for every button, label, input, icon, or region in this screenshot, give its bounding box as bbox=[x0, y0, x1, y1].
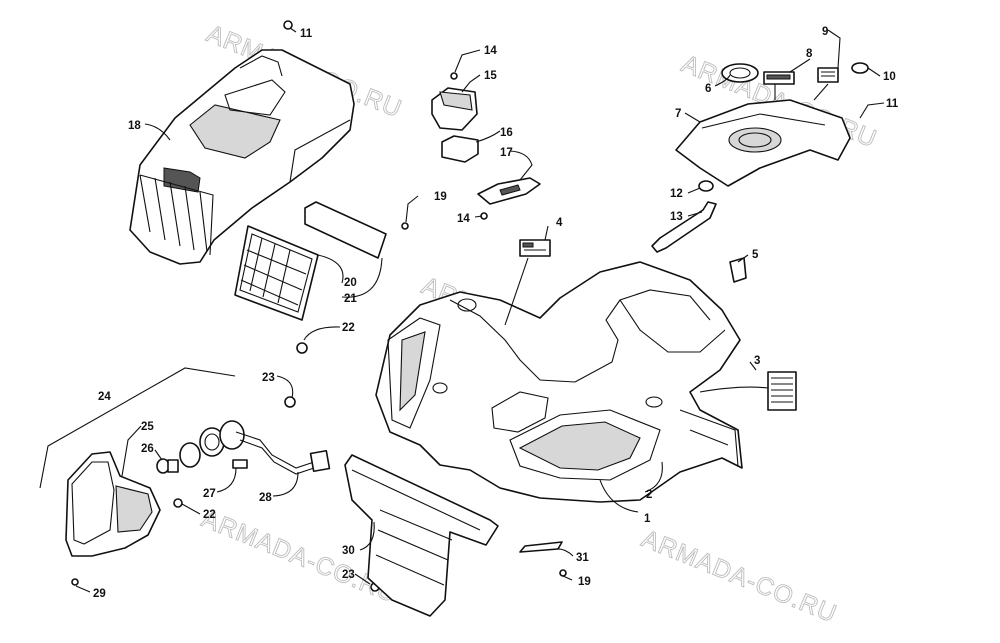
part-31-strip bbox=[519, 541, 563, 553]
callout-27: 27 bbox=[203, 488, 216, 500]
callout-4: 4 bbox=[556, 217, 563, 229]
callout-13: 13 bbox=[670, 211, 683, 223]
callout-24: 24 bbox=[98, 391, 111, 403]
part-15-cap bbox=[431, 87, 478, 131]
callout-3: 3 bbox=[754, 355, 760, 367]
part-16-block bbox=[441, 135, 479, 163]
part-7-rear-tray bbox=[675, 99, 851, 187]
callout-26: 26 bbox=[141, 443, 154, 455]
part-27-socket bbox=[179, 420, 248, 469]
callout-6: 6 bbox=[705, 83, 711, 95]
part-18-nose-cover bbox=[129, 49, 355, 265]
callout-labels: 1 2 3 4 5 6 7 8 9 10 11 11 12 13 14 14 1… bbox=[93, 26, 899, 600]
callout-19-bottom: 19 bbox=[578, 576, 591, 588]
callout-11-right: 11 bbox=[886, 98, 899, 110]
part-26-bulb bbox=[156, 458, 179, 474]
callout-31: 31 bbox=[576, 552, 589, 564]
part-1-front-fender bbox=[375, 261, 743, 503]
callout-19-mid: 19 bbox=[434, 191, 447, 203]
small-fasteners bbox=[71, 20, 567, 592]
callout-2: 2 bbox=[646, 489, 652, 501]
callout-10: 10 bbox=[883, 71, 896, 83]
callout-11-top: 11 bbox=[300, 28, 313, 40]
part-17-pad bbox=[477, 177, 541, 205]
part-8-decal bbox=[763, 71, 795, 85]
callout-22-upper: 22 bbox=[342, 322, 355, 334]
callout-1: 1 bbox=[644, 513, 651, 525]
callout-21: 21 bbox=[344, 293, 357, 305]
part-30-bumper bbox=[344, 454, 499, 617]
part-12-clip bbox=[698, 180, 714, 192]
part-20-grille bbox=[234, 225, 319, 321]
part-9-decal bbox=[817, 67, 839, 83]
callout-8: 8 bbox=[806, 48, 813, 60]
leader-lines bbox=[75, 27, 885, 593]
callout-20: 20 bbox=[344, 277, 357, 289]
part-5-bracket bbox=[729, 257, 747, 283]
part-21-plate bbox=[304, 201, 387, 259]
callout-30: 30 bbox=[342, 545, 355, 557]
callout-29: 29 bbox=[93, 588, 106, 600]
callout-17: 17 bbox=[500, 147, 513, 159]
callout-22-lower: 22 bbox=[203, 509, 216, 521]
part-10-nut bbox=[851, 62, 869, 74]
callout-14-top: 14 bbox=[484, 45, 497, 57]
callout-15: 15 bbox=[484, 70, 497, 82]
callout-23-upper: 23 bbox=[262, 372, 275, 384]
part-6-ring bbox=[721, 63, 759, 83]
callout-7: 7 bbox=[675, 108, 681, 120]
part-3-decal bbox=[767, 371, 797, 411]
callout-14-mid: 14 bbox=[457, 213, 470, 225]
callout-12: 12 bbox=[670, 188, 683, 200]
callout-9: 9 bbox=[822, 26, 828, 38]
callout-28: 28 bbox=[259, 492, 272, 504]
watermark-bottom-right: ARMADA-CO.RU bbox=[638, 525, 841, 629]
callout-25: 25 bbox=[141, 421, 154, 433]
callout-5: 5 bbox=[752, 249, 759, 261]
part-28-harness bbox=[235, 431, 331, 475]
callout-23-lower: 23 bbox=[342, 569, 355, 581]
part-4-decal bbox=[519, 239, 551, 257]
callout-18: 18 bbox=[128, 120, 141, 132]
callout-16: 16 bbox=[500, 127, 513, 139]
part-25-headlamp-housing bbox=[65, 451, 161, 557]
part-13-hose bbox=[651, 201, 717, 253]
part-24-headlamp-group bbox=[39, 367, 236, 489]
